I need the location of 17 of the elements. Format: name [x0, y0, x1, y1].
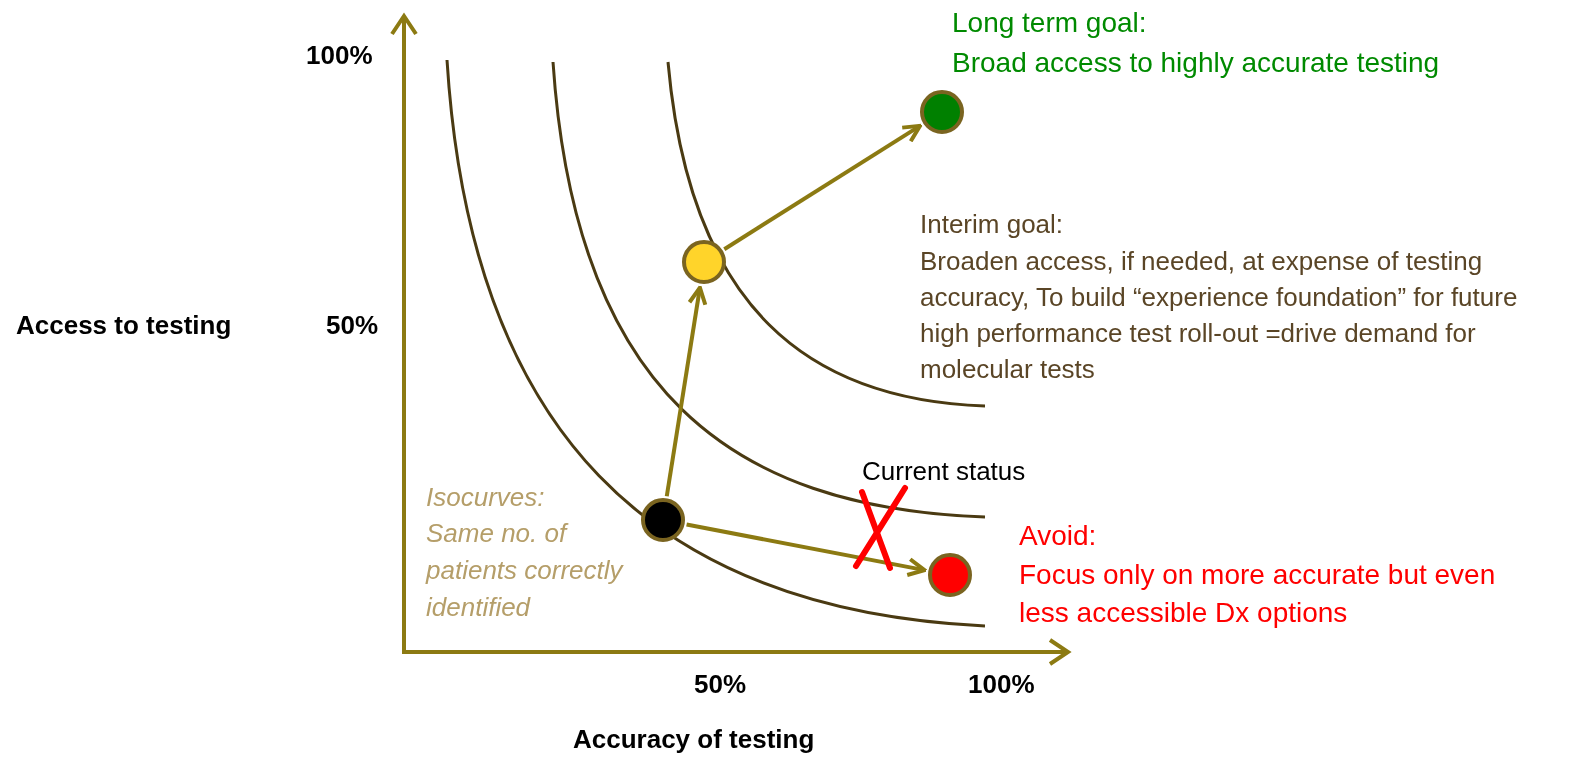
axis-tick-label: 50% [326, 309, 379, 342]
axis-title: Access to testing [16, 309, 232, 342]
isocurve-heading: Isocurves: [426, 481, 545, 514]
goal-description: Broaden access, if needed, at expense of testing accuracy, To build “experience foundation” for future high performance test roll-out =drive demand for molecular tests [920, 245, 1519, 386]
avoid-heading: Avoid: [1019, 519, 1097, 553]
status-label: Current status [862, 455, 1026, 488]
goal-description: Broad access to highly accurate testing [952, 46, 1440, 80]
goal-heading: Interim goal: [920, 208, 1064, 241]
axis-tick-label: 100% [306, 39, 373, 72]
arrow [686, 522, 927, 577]
arrow [664, 285, 708, 497]
axis-title: Accuracy of testing [573, 723, 815, 756]
axis-tick-label: 50% [694, 668, 747, 701]
axis-tick-label: 100% [968, 668, 1035, 701]
goal-heading: Long term goal: [952, 6, 1147, 40]
avoid-description: Focus only on more accurate but even less accessible Dx options [1019, 558, 1497, 630]
isocurve-note: Same no. of patients correctly identified [426, 517, 625, 624]
